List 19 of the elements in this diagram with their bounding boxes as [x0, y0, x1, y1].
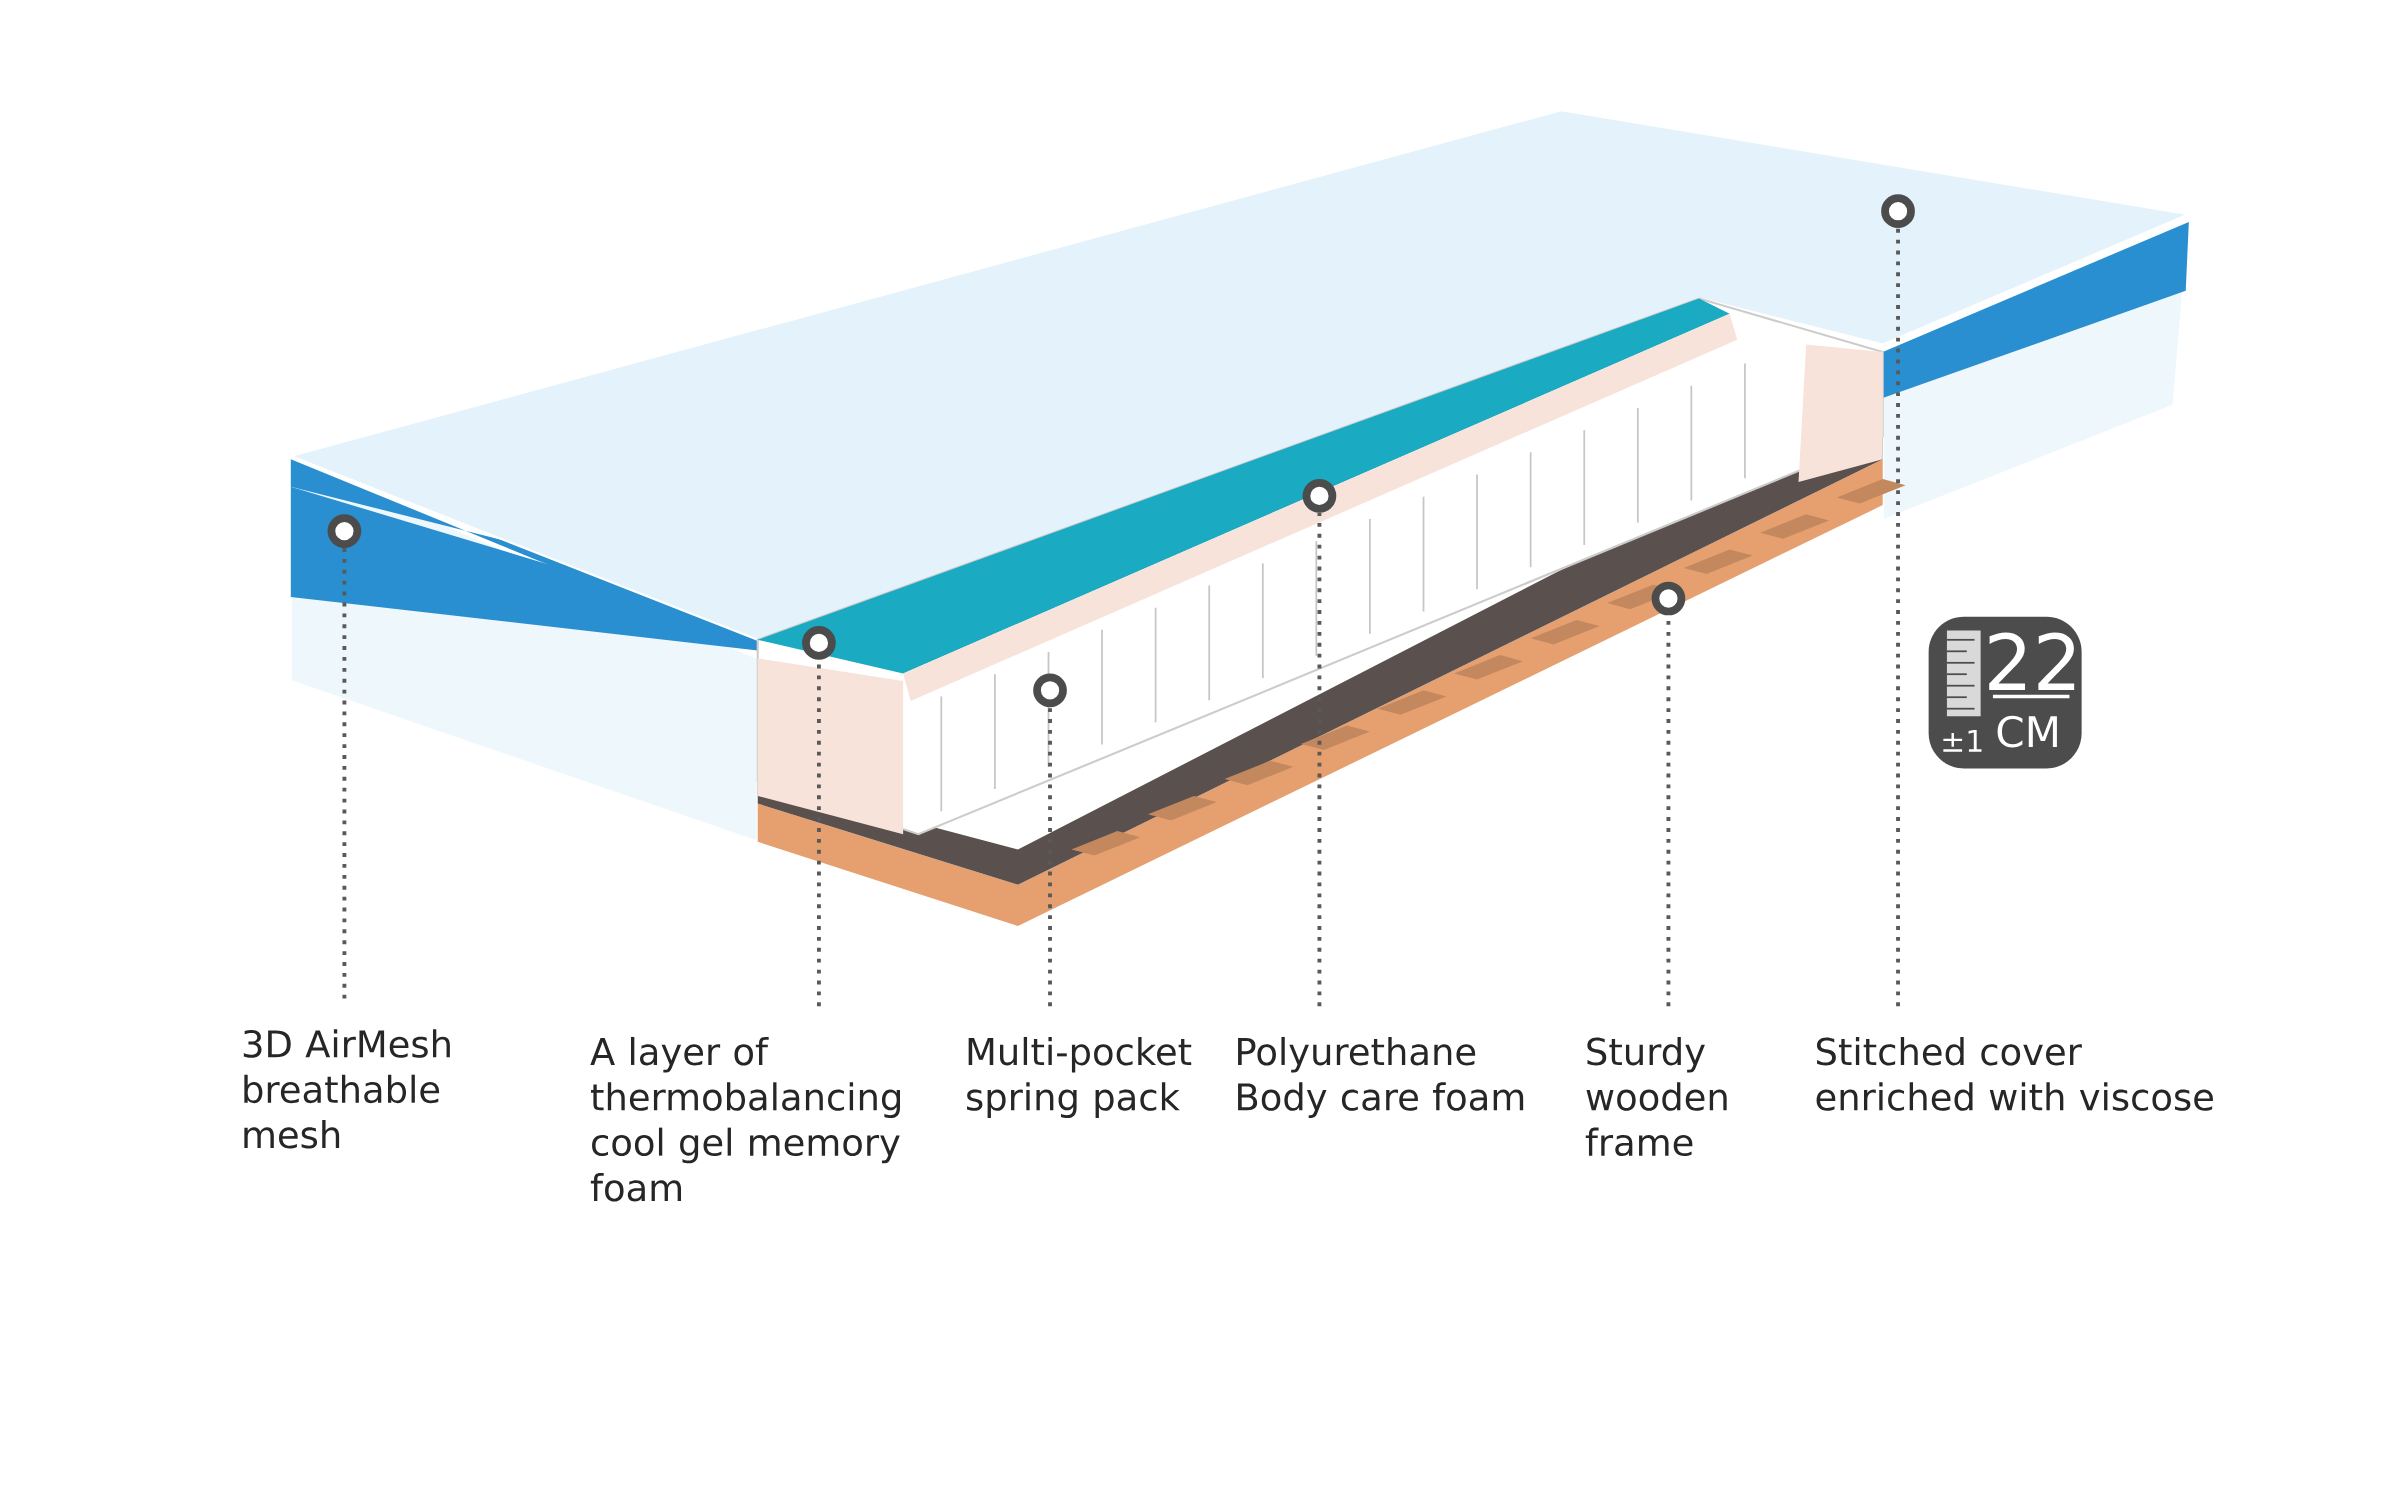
callout-text: 3D AirMesh breathable mesh: [243, 1029, 450, 1149]
callout-text: Stitched cover enriched with viscose: [1816, 1036, 2213, 1111]
marker-dot: [1033, 673, 1067, 708]
leader-line: [1896, 228, 1900, 1007]
tolerance-text: ±1: [1943, 729, 1982, 752]
leader-line: [1048, 707, 1052, 1007]
marker-dot: [1302, 479, 1337, 513]
leader-line: [1317, 512, 1322, 1007]
callout-text: Sturdy wooden frame: [1585, 1036, 1727, 1157]
marker-dot: [1881, 194, 1915, 229]
marker-dot: [327, 514, 362, 548]
leader-line: [342, 547, 347, 999]
height-value: 22: [1989, 632, 2075, 690]
callout-text: A layer of thermobalancing cool gel memory foam: [590, 1036, 900, 1202]
marker-dot: [802, 626, 836, 660]
unit-text: CM: [1997, 715, 2057, 748]
callout-text: Polyurethane Body care foam: [1238, 1036, 1524, 1118]
callout-text: Multi-pocket spring pack: [967, 1036, 1192, 1118]
marker-dot: [1651, 581, 1686, 616]
